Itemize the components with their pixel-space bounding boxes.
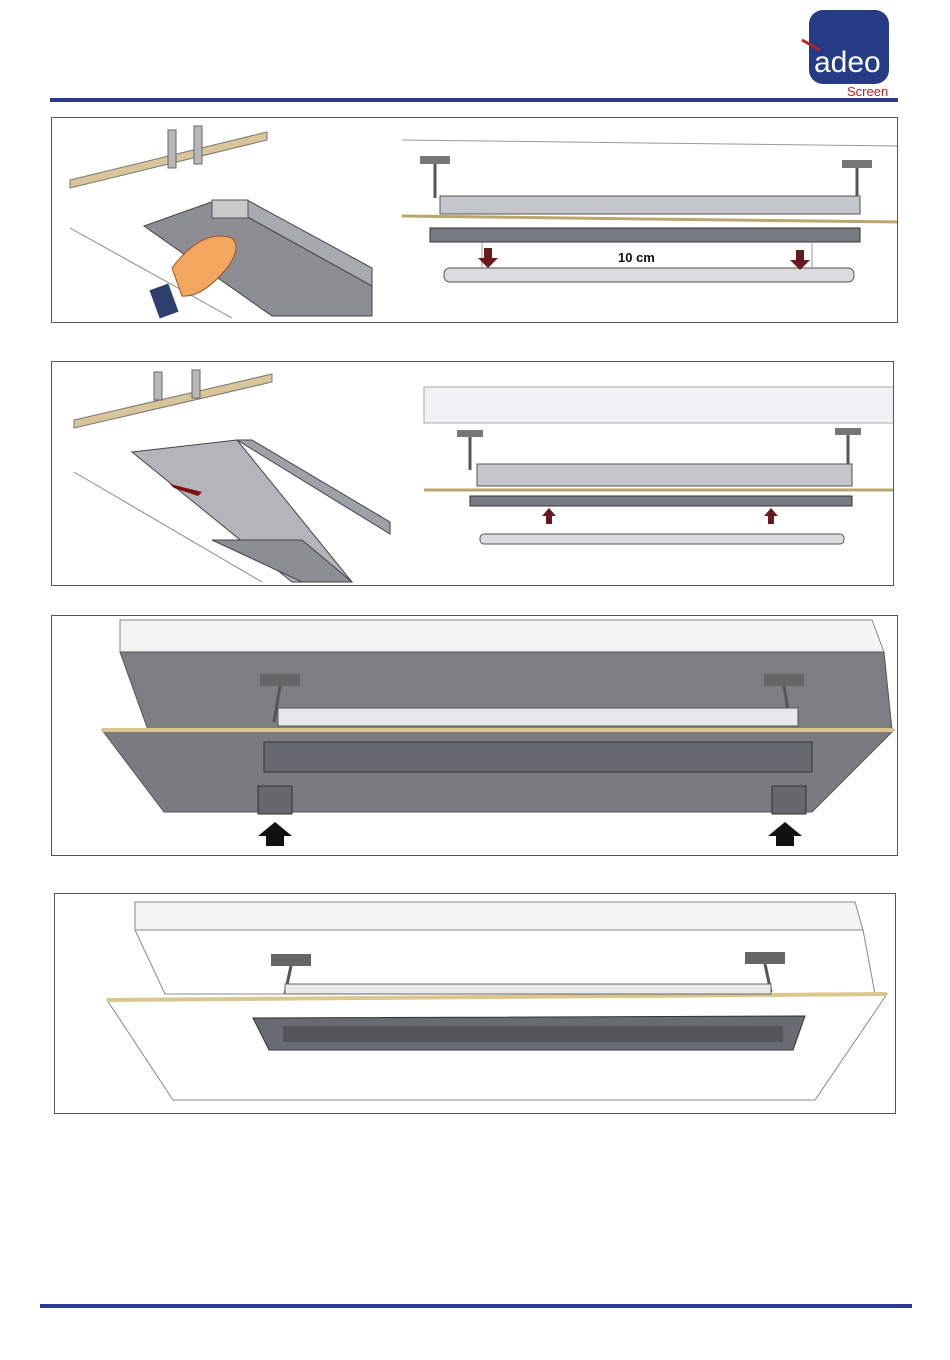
step-4-illustration <box>54 893 896 1114</box>
logo-subtitle: Screen <box>847 84 888 98</box>
drop-distance-label: 10 cm <box>618 250 655 265</box>
header-rule <box>50 98 898 102</box>
step-1-illustration: 10 cm <box>51 117 898 323</box>
step-3-illustration <box>51 615 898 856</box>
step-2-illustration <box>51 361 894 586</box>
logo-wordmark: adeo <box>814 46 881 79</box>
adeo-screen-logo: adeo Screen <box>800 2 900 98</box>
footer-rule <box>40 1304 912 1308</box>
